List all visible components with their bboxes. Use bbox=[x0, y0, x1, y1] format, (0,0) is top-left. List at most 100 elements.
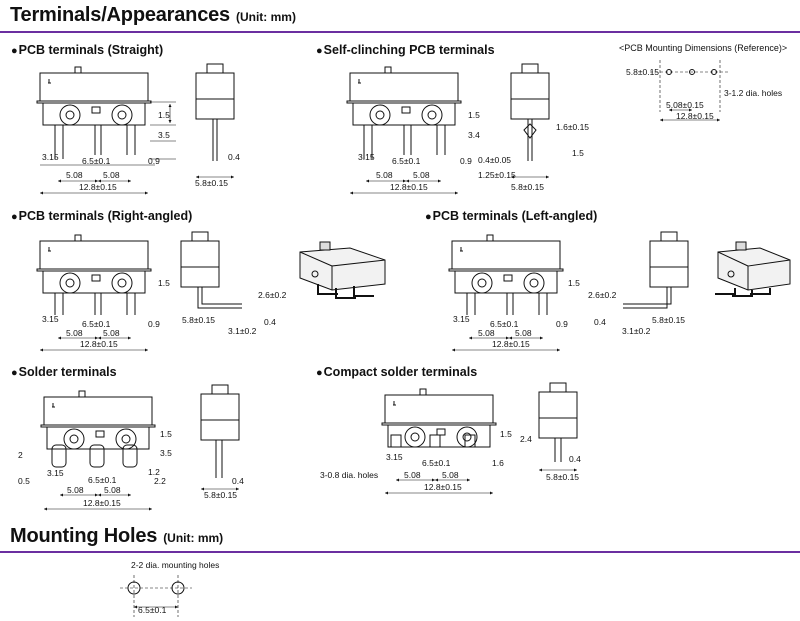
pcb-straight-front: 1.5 3.5 3.15 6.5±0.1 0.9 5.08 5.08 12.8±… bbox=[36, 66, 176, 195]
svg-text:5.08±0.15: 5.08±0.15 bbox=[666, 100, 704, 110]
svg-text:0.9: 0.9 bbox=[148, 319, 160, 329]
dim-0-5: 0.5 bbox=[18, 476, 30, 486]
svg-text:5.08: 5.08 bbox=[404, 470, 421, 480]
section-pcb-ref: <PCB Mounting Dimensions (Reference)> bbox=[619, 43, 788, 53]
svg-text:5.08: 5.08 bbox=[413, 170, 430, 180]
svg-text:5.8±0.15: 5.8±0.15 bbox=[652, 315, 685, 325]
svg-text:3.1±0.2: 3.1±0.2 bbox=[622, 326, 651, 336]
dim-3-15: 3.15 bbox=[42, 152, 59, 162]
svg-text:3.1±0.2: 3.1±0.2 bbox=[228, 326, 257, 336]
svg-text:5.8±0.15: 5.8±0.15 bbox=[546, 472, 579, 482]
svg-text:3.15: 3.15 bbox=[453, 314, 470, 324]
svg-text:0.4±0.05: 0.4±0.05 bbox=[478, 155, 511, 165]
svg-text:1.5: 1.5 bbox=[468, 110, 480, 120]
svg-text:6.5±0.1: 6.5±0.1 bbox=[82, 319, 111, 329]
right-angled-3d bbox=[299, 241, 386, 299]
title-rule bbox=[0, 31, 800, 33]
solder-side: 0.4 5.8±0.15 bbox=[200, 384, 244, 500]
dim-5-08: 5.08 bbox=[103, 170, 120, 180]
section-compact-solder: Compact solder terminals bbox=[316, 365, 478, 379]
svg-text:5.8±0.15: 5.8±0.15 bbox=[204, 490, 237, 500]
svg-text:5.08: 5.08 bbox=[478, 328, 495, 338]
svg-text:6.5±0.1: 6.5±0.1 bbox=[138, 605, 167, 615]
svg-text:1.5: 1.5 bbox=[160, 429, 172, 439]
section-pcb-straight: PCB terminals (Straight) bbox=[11, 43, 163, 57]
svg-text:0.9: 0.9 bbox=[460, 156, 472, 166]
svg-text:12.8±0.15: 12.8±0.15 bbox=[83, 498, 121, 508]
svg-text:5.08: 5.08 bbox=[104, 485, 121, 495]
svg-text:1.5: 1.5 bbox=[568, 278, 580, 288]
svg-text:5.8±0.15: 5.8±0.15 bbox=[182, 315, 215, 325]
svg-text:5.08: 5.08 bbox=[515, 328, 532, 338]
tol: ±0.1 bbox=[94, 156, 111, 166]
svg-text:12.8±0.15: 12.8±0.15 bbox=[390, 182, 428, 192]
svg-text:6.5±0.1: 6.5±0.1 bbox=[88, 475, 117, 485]
svg-text:1.25±0.15: 1.25±0.15 bbox=[478, 170, 516, 180]
mounting-holes: 2-2 dia. mounting holes 6.5±0.1 bbox=[120, 560, 219, 617]
dim-3-4: 3.4 bbox=[468, 130, 480, 140]
svg-text:5.08: 5.08 bbox=[376, 170, 393, 180]
svg-text:0.4: 0.4 bbox=[232, 476, 244, 486]
svg-text:2.6±0.2: 2.6±0.2 bbox=[588, 290, 617, 300]
svg-text:5.08: 5.08 bbox=[103, 328, 120, 338]
dim-5-08: 5.08 bbox=[66, 170, 83, 180]
svg-text:1.6±0.15: 1.6±0.15 bbox=[556, 122, 589, 132]
unit-text: (Unit: mm) bbox=[235, 10, 296, 24]
section-solder: Solder terminals bbox=[11, 365, 117, 379]
self-clinching-front: 1.5 3.4 3.15 6.5±0.1 0.9 5.08 5.08 12.8±… bbox=[346, 66, 480, 195]
title-text: Terminals/Appearances bbox=[10, 4, 230, 26]
dim-0-4: 0.4 bbox=[228, 152, 240, 162]
svg-text:12.8±0.15: 12.8±0.15 bbox=[79, 182, 117, 192]
svg-text:3.15: 3.15 bbox=[386, 452, 403, 462]
right-angled-side: 2.6±0.2 5.8±0.15 3.1±0.2 0.4 bbox=[180, 231, 287, 336]
left-angled-front: 1.5 3.15 6.5±0.1 0.9 5.08 5.08 12.8±0.15 bbox=[448, 234, 580, 352]
svg-text:0.4: 0.4 bbox=[569, 454, 581, 464]
pcb-reference: 5.8±0.15 3-1.2 dia. holes 5.08±0.15 12.8… bbox=[626, 60, 782, 122]
svg-text:1.6: 1.6 bbox=[492, 458, 504, 468]
dim-1-25: 1.25 bbox=[478, 170, 495, 180]
svg-text:3.5: 3.5 bbox=[158, 130, 170, 140]
svg-text:5.08: 5.08 bbox=[66, 328, 83, 338]
svg-text:12.8±0.15: 12.8±0.15 bbox=[492, 339, 530, 349]
svg-text:12.8±0.15: 12.8±0.15 bbox=[424, 482, 462, 492]
svg-text:5.8±0.15: 5.8±0.15 bbox=[626, 67, 659, 77]
svg-text:5.8±0.15: 5.8±0.15 bbox=[195, 178, 228, 188]
svg-text:3.15: 3.15 bbox=[358, 152, 375, 162]
svg-text:1.5: 1.5 bbox=[158, 110, 170, 120]
right-angled-front: 1.5 3.15 6.5±0.1 0.9 5.08 5.08 12.8±0.15 bbox=[36, 234, 170, 352]
svg-text:0.4: 0.4 bbox=[594, 317, 606, 327]
svg-text:6.5±0.1: 6.5±0.1 bbox=[490, 319, 519, 329]
dim-2: 2 bbox=[18, 450, 23, 460]
mounting-title: Mounting Holes (Unit: mm) bbox=[10, 525, 223, 548]
svg-text:5.08: 5.08 bbox=[442, 470, 459, 480]
page-title: Terminals/Appearances (Unit: mm) bbox=[10, 4, 296, 27]
svg-text:6.5±0.1: 6.5±0.1 bbox=[422, 458, 451, 468]
svg-text:2.6±0.2: 2.6±0.2 bbox=[258, 290, 287, 300]
compact-solder-front: 1.5 2.4 3.15 6.5±0.1 1.6 3-0.8 dia. hole… bbox=[320, 388, 532, 495]
svg-text:12.8±0.15: 12.8±0.15 bbox=[676, 111, 714, 121]
dim-2-2: 2.2 bbox=[154, 476, 166, 486]
svg-text:5.8±0.15: 5.8±0.15 bbox=[511, 182, 544, 192]
solder-front: 1.5 3.5 2 0.5 3.15 6.5±0.1 1.2 2.2 5.08 … bbox=[18, 390, 172, 511]
dim-0-9: 0.9 bbox=[148, 156, 160, 166]
dim-3-1: 3.1 bbox=[228, 326, 240, 336]
section-right-angled: PCB terminals (Right-angled) bbox=[11, 209, 193, 223]
self-clinching-side: 1.6±0.15 1.5 0.4±0.05 1.25±0.15 5.8±0.15 bbox=[478, 63, 589, 192]
section-left-angled: PCB terminals (Left-angled) bbox=[425, 209, 598, 223]
holes-2-2: 2-2 dia. mounting holes bbox=[131, 560, 219, 570]
compact-solder-side: 0.4 5.8±0.15 bbox=[538, 382, 581, 482]
section-self-clinching: Self-clinching PCB terminals bbox=[316, 43, 495, 57]
pcb-straight-side: 0.4 5.8±0.15 bbox=[195, 63, 240, 188]
svg-text:3.15: 3.15 bbox=[47, 468, 64, 478]
dim-12-8: 12.8 bbox=[79, 182, 96, 192]
svg-text:12.8±0.15: 12.8±0.15 bbox=[80, 339, 118, 349]
svg-text:1.5: 1.5 bbox=[572, 148, 584, 158]
dim-5-8: 5.8 bbox=[195, 178, 207, 188]
svg-text:1.5: 1.5 bbox=[158, 278, 170, 288]
mounting-unit-text: (Unit: mm) bbox=[163, 531, 224, 545]
svg-text:5.08: 5.08 bbox=[67, 485, 84, 495]
dim-2-4: 2.4 bbox=[520, 434, 532, 444]
dim-6-5: 6.5 bbox=[82, 156, 94, 166]
mounting-title-text: Mounting Holes bbox=[10, 525, 158, 547]
